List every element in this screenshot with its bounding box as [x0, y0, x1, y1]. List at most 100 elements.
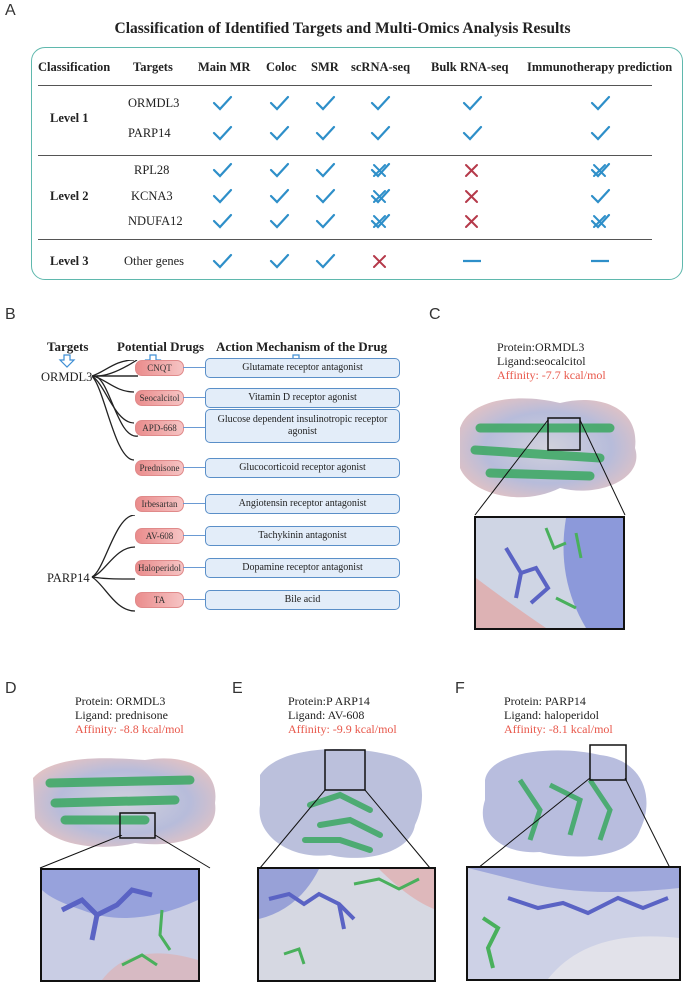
- check-cross-icon: [590, 213, 611, 229]
- docking-info-c: Protein:ORMDL3 Ligand:seocalcitol Affini…: [497, 340, 606, 382]
- check-icon: [269, 162, 290, 178]
- header-main-mr: Main MR: [198, 60, 251, 74]
- check-icon: [269, 125, 290, 141]
- affinity-label: Affinity: -7.7 kcal/mol: [497, 368, 606, 382]
- cross-icon: [373, 255, 386, 268]
- check-icon: [212, 125, 233, 141]
- affinity-label: Affinity: -8.8 kcal/mol: [75, 722, 184, 736]
- table-rule: [38, 155, 652, 156]
- header-targets: Targets: [133, 60, 173, 74]
- ligand-detail-e: [259, 869, 434, 980]
- check-cross-icon: [370, 162, 391, 178]
- header-scrna-seq: scRNA-seq: [351, 60, 411, 74]
- ligand-label: Ligand: AV-608: [288, 708, 365, 722]
- cross-icon: [465, 190, 478, 203]
- target-parp14: PARP14: [128, 126, 171, 140]
- connector-line: [183, 503, 205, 504]
- check-cross-icon: [370, 213, 391, 229]
- drug-target-parp14: PARP14: [47, 571, 90, 585]
- parp14-branches: [91, 515, 136, 612]
- protein-label: Protein:ORMDL3: [497, 340, 585, 354]
- drug-pill: Haloperidol: [135, 560, 184, 576]
- docking-info-e: Protein:P ARP14 Ligand: AV-608 Affinity:…: [288, 694, 397, 736]
- panel-label-e: E: [232, 680, 243, 697]
- drug-pill: CNQT: [135, 360, 184, 376]
- down-arrow-icon: [58, 354, 76, 368]
- protein-label: Protein: ORMDL3: [75, 694, 166, 708]
- check-icon: [315, 125, 336, 141]
- protein-surface-f: [482, 744, 647, 857]
- panel-label-f: F: [455, 680, 465, 697]
- check-icon: [590, 125, 611, 141]
- ligand-label: Ligand: haloperidol: [504, 708, 599, 722]
- header-coloc: Coloc: [266, 60, 297, 74]
- check-icon: [212, 213, 233, 229]
- level-3-label: Level 3: [50, 254, 89, 268]
- cross-icon: [465, 215, 478, 228]
- target-other-genes: Other genes: [124, 254, 185, 268]
- check-icon: [315, 213, 336, 229]
- dash-icon: [463, 259, 481, 263]
- zoom-panel-f: [466, 866, 681, 981]
- protein-surface-d: [33, 758, 216, 847]
- tree-lines: [96, 360, 138, 377]
- dash-icon: [591, 259, 609, 263]
- table-rule: [38, 85, 652, 86]
- table-title: Classification of Identified Targets and…: [114, 20, 571, 37]
- mechanism-box: Glucose dependent insulinotropic recepto…: [205, 409, 400, 443]
- check-icon: [370, 95, 391, 111]
- zoom-lines-f: [477, 778, 671, 869]
- drug-pill: Seocalcitol: [135, 390, 184, 406]
- header-immunotherapy: Immunotherapy prediction: [527, 60, 673, 74]
- check-cross-icon: [590, 162, 611, 178]
- mechanism-box: Tachykinin antagonist: [205, 526, 400, 546]
- ligand-detail-d: [42, 870, 198, 980]
- table-rule: [38, 239, 652, 240]
- zoom-panel-c: [474, 516, 625, 630]
- mechanism-box: Glucocorticoid receptor agonist: [205, 458, 400, 478]
- header-classification: Classification: [38, 60, 111, 74]
- panel-label-c: C: [429, 306, 441, 323]
- check-icon: [590, 188, 611, 204]
- connector-line: [183, 535, 205, 536]
- level-2-label: Level 2: [50, 189, 89, 203]
- drug-pill: AV-608: [135, 528, 184, 544]
- zoom-panel-d: [40, 868, 200, 982]
- target-rpl28: RPL28: [134, 163, 170, 177]
- connector-line: [183, 427, 205, 428]
- header-smr: SMR: [311, 60, 339, 74]
- mechanism-header: Action Mechanism of the Drug: [216, 339, 388, 354]
- drug-pill: Irbesartan: [135, 496, 184, 512]
- drug-pill: TA: [135, 592, 184, 608]
- protein-surface-e: [259, 749, 423, 858]
- check-icon: [269, 188, 290, 204]
- protein-surface-c: [460, 398, 637, 498]
- targets-header: Targets: [47, 339, 89, 354]
- panel-label-d: D: [5, 680, 17, 697]
- check-icon: [212, 253, 233, 269]
- mechanism-box: Vitamin D receptor agonist: [205, 388, 400, 408]
- check-icon: [315, 188, 336, 204]
- check-icon: [212, 95, 233, 111]
- cross-icon: [465, 164, 478, 177]
- ligand-detail-f: [468, 868, 679, 979]
- drug-pill: Prednisone: [135, 460, 184, 476]
- mechanism-box: Bile acid: [205, 590, 400, 610]
- mechanism-box: Dopamine receptor antagonist: [205, 558, 400, 578]
- zoom-panel-e: [257, 867, 436, 982]
- docking-info-f: Protein: PARP14 Ligand: haloperidol Affi…: [504, 694, 613, 736]
- check-icon: [462, 125, 483, 141]
- connector-line: [183, 599, 205, 600]
- panel-label-b: B: [5, 306, 16, 323]
- mechanism-box: Angiotensin receptor antagonist: [205, 494, 400, 514]
- ligand-label: Ligand: prednisone: [75, 708, 168, 722]
- results-table-frame: [31, 47, 683, 280]
- potential-drugs-header: Potential Drugs: [117, 339, 205, 354]
- affinity-label: Affinity: -9.9 kcal/mol: [288, 722, 397, 736]
- docking-info-d: Protein: ORMDL3 Ligand: prednisone Affin…: [75, 694, 184, 736]
- header-bulk-rna-seq: Bulk RNA-seq: [431, 60, 509, 74]
- level-1-label: Level 1: [50, 111, 89, 125]
- check-icon: [269, 95, 290, 111]
- ligand-label: Ligand:seocalcitol: [497, 354, 586, 368]
- check-icon: [212, 162, 233, 178]
